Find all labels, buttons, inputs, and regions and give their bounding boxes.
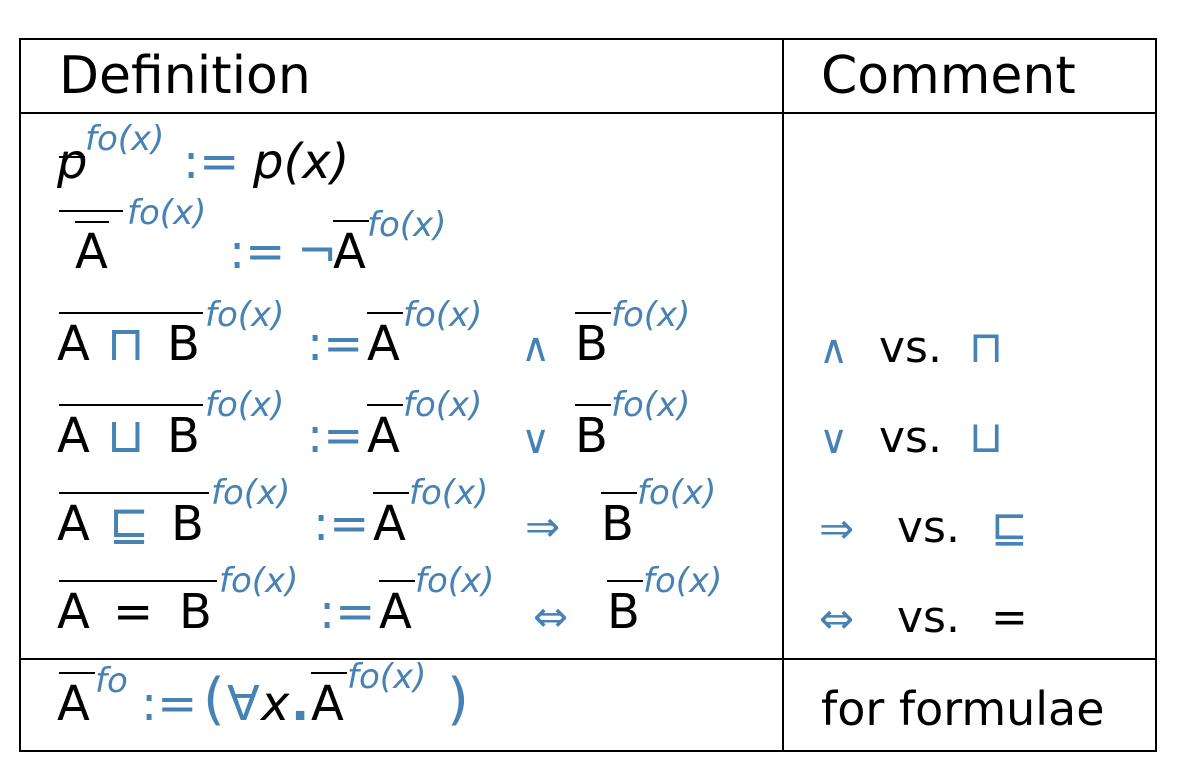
overline <box>367 404 403 406</box>
assign-symbol: := <box>229 224 286 280</box>
comment-operator: ⊓ <box>969 322 1004 373</box>
overline <box>59 492 209 494</box>
overline <box>59 404 203 406</box>
connective-symbol: ⇒ <box>525 502 561 551</box>
overline <box>59 312 203 314</box>
header-definition: Definition <box>59 46 311 106</box>
overline <box>373 492 409 494</box>
lhs-b: B <box>179 584 212 640</box>
connective-symbol: ⇔ <box>533 592 569 641</box>
superscript: fo(x) <box>205 295 285 335</box>
rhs-b: B <box>575 316 608 372</box>
header-divider <box>21 112 1155 114</box>
close-paren: ) <box>447 667 469 732</box>
lhs-a: A <box>57 316 90 372</box>
overline <box>59 580 217 582</box>
superscript: fo(x) <box>643 561 723 601</box>
rhs-symbol: A <box>333 224 366 280</box>
overline <box>311 672 347 674</box>
operator-symbol: ⊔ <box>107 408 145 464</box>
rhs-b: B <box>601 496 634 552</box>
definition-table: Definition Comment p fo(x) := p(x) A fo(… <box>19 38 1157 752</box>
superscript: fo(x) <box>127 193 207 233</box>
rhs-expression: p(x) <box>253 134 350 190</box>
negation-symbol: ¬ <box>297 224 338 280</box>
overline <box>575 312 611 314</box>
rhs-a: A <box>373 496 406 552</box>
forall-symbol: ∀ <box>227 676 260 732</box>
comment-vs: vs. <box>897 502 960 553</box>
superscript: fo(x) <box>403 385 483 425</box>
lhs-symbol: p <box>57 134 88 190</box>
header-comment: Comment <box>821 46 1076 106</box>
overline <box>575 404 611 406</box>
connective-symbol: ∧ <box>521 325 551 371</box>
comment-operator: = <box>991 592 1028 643</box>
rhs-a: A <box>379 584 412 640</box>
superscript: fo(x) <box>85 119 165 159</box>
rhs-b: B <box>575 408 608 464</box>
lhs-b: B <box>167 316 200 372</box>
superscript: fo(x) <box>415 561 495 601</box>
connective-symbol: ∨ <box>521 417 551 463</box>
superscript: fo(x) <box>211 473 291 513</box>
superscript: fo(x) <box>403 295 483 335</box>
comment-symbol: ⇒ <box>819 504 855 553</box>
comment-symbol: ⇔ <box>819 594 855 643</box>
superscript: fo(x) <box>611 295 691 335</box>
footer-divider <box>21 658 1155 660</box>
overline <box>59 672 95 674</box>
comment-vs: vs. <box>879 412 942 463</box>
superscript: fo(x) <box>637 473 717 513</box>
assign-symbol: := <box>319 584 376 640</box>
lhs-b: B <box>171 496 204 552</box>
assign-symbol: := <box>307 316 364 372</box>
superscript: fo <box>95 661 128 701</box>
inner-overline <box>75 221 109 223</box>
superscript: fo(x) <box>219 561 299 601</box>
comment-formulae: for formulae <box>821 682 1105 736</box>
superscript: fo(x) <box>367 205 447 245</box>
overline <box>367 312 403 314</box>
comment-vs: vs. <box>879 322 942 373</box>
overline <box>333 220 369 222</box>
inner-symbol: A <box>311 676 344 732</box>
overline <box>379 580 415 582</box>
assign-symbol: := <box>307 408 364 464</box>
rhs-a: A <box>367 316 400 372</box>
open-paren: ( <box>203 667 225 732</box>
comment-symbol: ∨ <box>819 417 849 463</box>
rhs-b: B <box>607 584 640 640</box>
overline <box>607 580 643 582</box>
overline <box>601 492 637 494</box>
operator-symbol: = <box>113 584 154 640</box>
comment-vs: vs. <box>897 592 960 643</box>
assign-symbol: := <box>141 676 198 732</box>
bound-variable: x <box>261 676 290 732</box>
lhs-symbol: A <box>57 676 90 732</box>
superscript: fo(x) <box>205 385 285 425</box>
overline <box>59 156 85 158</box>
rhs-a: A <box>367 408 400 464</box>
lhs-a: A <box>57 408 90 464</box>
lhs-a: A <box>57 496 90 552</box>
superscript: fo(x) <box>611 385 691 425</box>
assign-symbol: := <box>313 496 370 552</box>
operator-symbol: ⊓ <box>107 316 145 372</box>
comment-operator: ⊔ <box>969 412 1004 463</box>
lhs-a: A <box>57 584 90 640</box>
comment-symbol: ∧ <box>819 327 849 373</box>
dot-symbol: . <box>291 676 310 732</box>
lhs-b: B <box>167 408 200 464</box>
assign-symbol: := <box>183 134 240 190</box>
comment-operator: ⊑ <box>991 502 1028 553</box>
superscript: fo(x) <box>409 473 489 513</box>
column-divider <box>782 40 784 750</box>
operator-symbol: ⊑ <box>109 496 150 552</box>
superscript: fo(x) <box>347 657 427 697</box>
lhs-symbol: A <box>75 224 108 280</box>
outer-overline <box>59 210 123 212</box>
